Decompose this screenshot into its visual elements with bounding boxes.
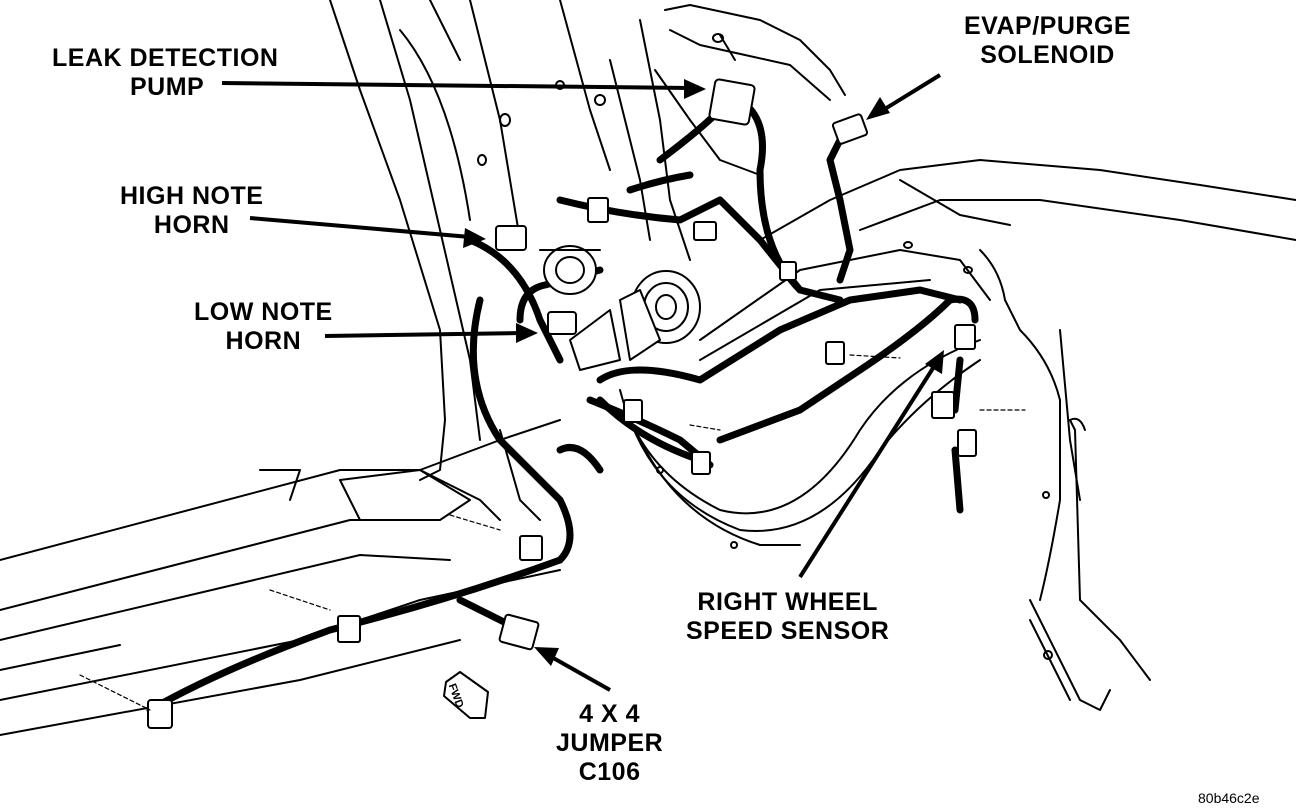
- callout-right-wheel-speed-sensor: RIGHT WHEEL SPEED SENSOR: [686, 588, 889, 646]
- clips: [147, 78, 977, 729]
- callout-4x4-jumper-line2: JUMPER: [556, 729, 664, 757]
- callout-leak-detection-pump-line1: LEAK DETECTION: [52, 44, 279, 72]
- upper-cowl: [609, 4, 846, 261]
- callout-evap-purge-solenoid-line2: SOLENOID: [980, 41, 1115, 69]
- callout-evap-purge-solenoid-line1: EVAP/PURGE: [964, 12, 1132, 40]
- callout-4x4-jumper-line3: C106: [578, 758, 641, 786]
- callout-4x4-jumper-line1: 4 X 4: [579, 700, 641, 728]
- figure-reference-code: 80b46c2e: [1198, 790, 1260, 806]
- leader-arrows: [221, 73, 944, 692]
- callout-leak-detection-pump-line2: PUMP: [130, 73, 205, 101]
- callout-low-note-horn: LOW NOTE HORN: [194, 298, 333, 356]
- callout-high-note-horn-line1: HIGH NOTE: [120, 182, 264, 210]
- callout-4x4-jumper-c106: 4 X 4 JUMPER C106: [556, 700, 663, 787]
- fwd-arrow: [443, 671, 489, 719]
- callout-low-note-horn-line2: HORN: [225, 327, 302, 355]
- callout-leak-detection-pump: LEAK DETECTION PUMP: [52, 44, 278, 102]
- wheel-well: [619, 249, 991, 549]
- callout-right-wheel-speed-sensor-line1: RIGHT WHEEL: [697, 588, 878, 616]
- rocker-sill: [0, 419, 561, 736]
- callout-low-note-horn-line1: LOW NOTE: [194, 298, 333, 326]
- routing-dashes: [79, 354, 1026, 711]
- main-harness: [146, 96, 979, 714]
- inner-fender: [759, 159, 1296, 711]
- body-pillar: [329, 0, 611, 481]
- horns: [539, 245, 701, 371]
- callout-right-wheel-speed-sensor-line2: SPEED SENSOR: [686, 617, 890, 645]
- callout-high-note-horn: HIGH NOTE HORN: [120, 182, 263, 240]
- callout-evap-purge-solenoid: EVAP/PURGE SOLENOID: [964, 12, 1131, 70]
- callout-high-note-horn-line2: HORN: [153, 211, 230, 239]
